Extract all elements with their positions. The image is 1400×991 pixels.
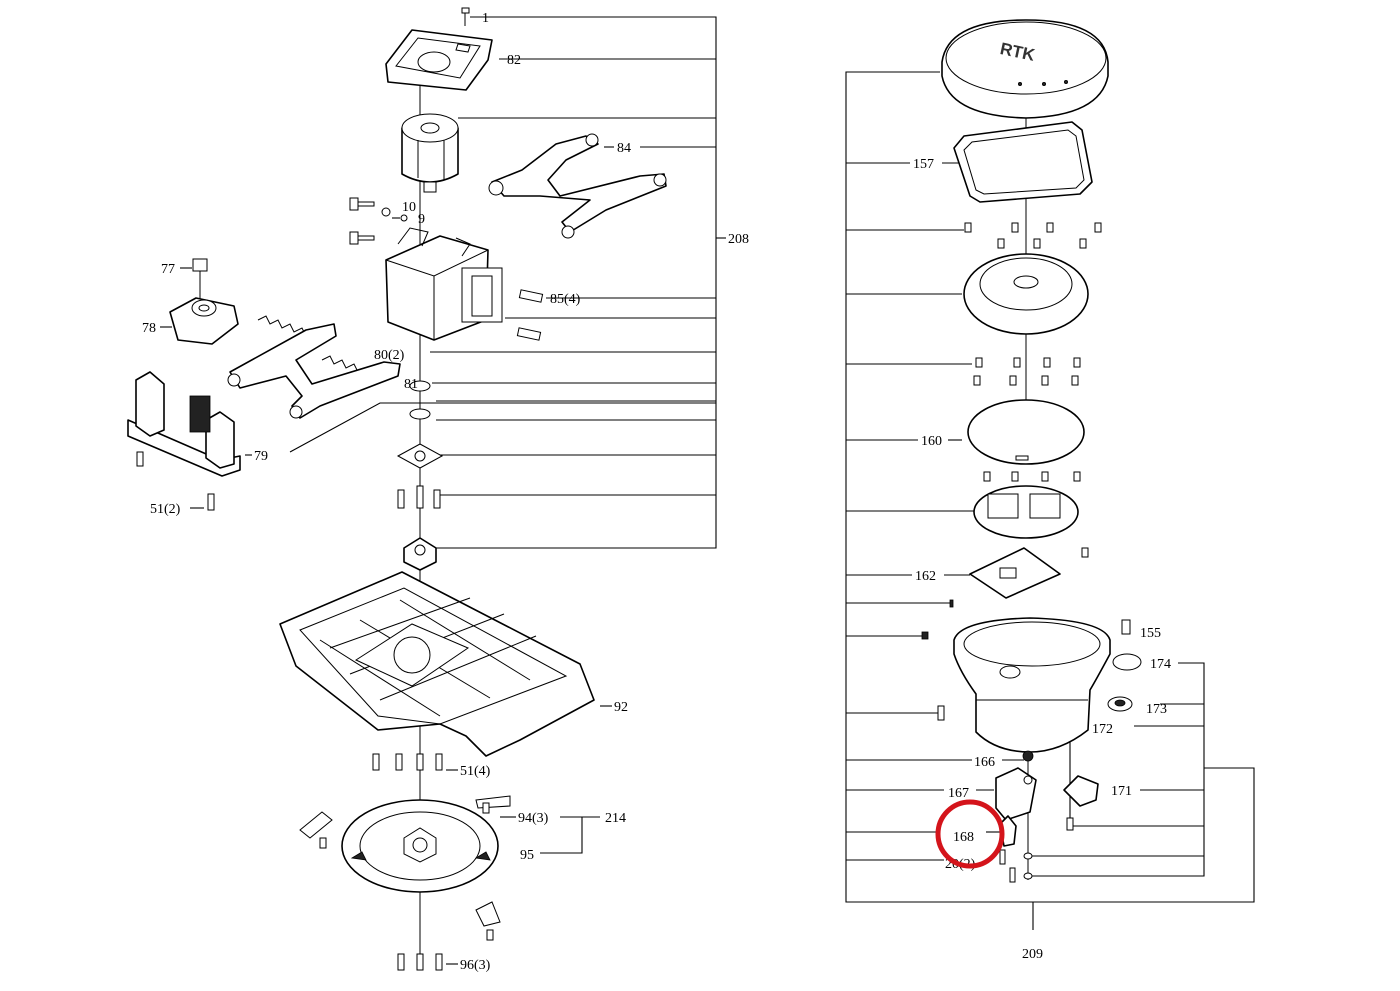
screws-part-51 [372, 753, 443, 771]
callout-208: 208 [728, 232, 749, 247]
callout-9: 9 [418, 212, 425, 227]
callout-94: 94(3) [518, 811, 549, 826]
callout-95: 95 [520, 848, 534, 863]
screws-part-96 [397, 953, 443, 971]
rtk-antenna-dome: RTK [941, 19, 1109, 119]
blade-disc-part-95 [341, 799, 499, 893]
antenna-housing-part-172 [953, 617, 1111, 753]
screws-row-mid [973, 357, 1081, 386]
callout-82: 82 [507, 53, 521, 68]
screws-row-low [983, 471, 1081, 482]
callout-1: 1 [482, 11, 489, 26]
callout-166: 166 [974, 755, 995, 770]
highlight-circle-168 [935, 799, 1005, 869]
main-pcb-part-162 [969, 547, 1089, 599]
connector-part-171 [1063, 775, 1099, 831]
suspension-arm-part-84 [488, 133, 667, 239]
callout-157: 157 [913, 157, 934, 172]
hub-part [403, 537, 437, 571]
pcb-seal-part-160 [967, 399, 1085, 465]
left-leader-lines [160, 16, 726, 965]
oring-part-174 [1112, 653, 1142, 671]
callout-96: 96(3) [460, 958, 491, 973]
motor-housing-part [385, 227, 503, 341]
base-bracket-part-79 [127, 371, 241, 511]
callout-209: 209 [1022, 947, 1043, 962]
callout-155: 155 [1140, 626, 1161, 641]
callout-84: 84 [617, 141, 631, 156]
gasket-part-157 [953, 121, 1093, 203]
chassis-shell-part-92 [279, 571, 595, 757]
callout-51-4: 51(4) [460, 764, 491, 779]
callout-85: 85(4) [550, 292, 581, 307]
callout-160: 160 [921, 434, 942, 449]
screws-part-20 [999, 849, 1033, 883]
left-parts [127, 7, 667, 971]
right-parts: RTK [921, 19, 1142, 883]
callout-173: 173 [1146, 702, 1167, 717]
plug-part-173 [1107, 696, 1133, 712]
screw-part-1 [461, 7, 470, 26]
left-callout-labels: 1 82 84 10 9 208 77 78 85(4) 80(2) 81 79… [142, 11, 749, 973]
callout-78: 78 [142, 321, 156, 336]
bolts-part-10 [349, 197, 408, 245]
callout-172: 172 [1092, 722, 1113, 737]
callout-80: 80(2) [374, 348, 405, 363]
lower-arm-part [227, 323, 401, 419]
nut-part-77 [192, 258, 208, 300]
callout-162: 162 [915, 569, 936, 584]
blades-part-94 [299, 795, 511, 941]
callout-171: 171 [1111, 784, 1132, 799]
screws-set-center [397, 485, 441, 509]
bolts-part-85 [516, 289, 544, 341]
bracket-part-167 [995, 767, 1037, 821]
seal-part-166 [1022, 750, 1034, 762]
callout-10: 10 [402, 200, 416, 215]
callout-214: 214 [605, 811, 626, 826]
callout-81: 81 [404, 377, 418, 392]
callout-168: 168 [953, 830, 974, 845]
callout-174: 174 [1150, 657, 1171, 672]
cover-lid-part-82 [385, 29, 493, 91]
mounting-plate-part [963, 253, 1089, 335]
antenna-board-part [973, 485, 1079, 539]
washers-part-81 [396, 380, 444, 469]
callout-167: 167 [948, 786, 969, 801]
screws-row-top [964, 222, 1102, 249]
callout-51-2: 51(2) [150, 502, 181, 517]
small-fasteners [921, 599, 1131, 721]
motor-part [401, 113, 459, 193]
callout-79: 79 [254, 449, 268, 464]
callout-92: 92 [614, 700, 628, 715]
callout-77: 77 [161, 262, 175, 277]
gear-housing-part-78 [169, 297, 239, 345]
